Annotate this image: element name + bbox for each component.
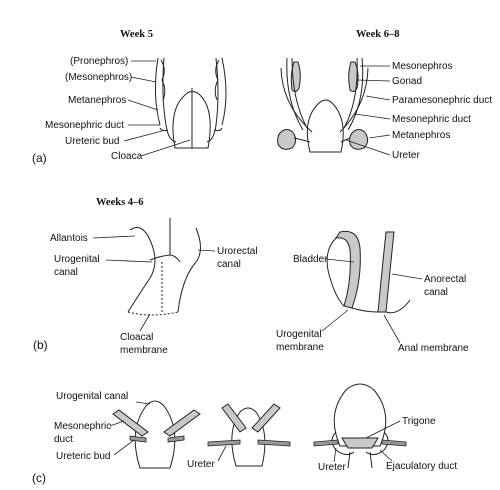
label-paramesonephric-duct: Paramesonephric duct — [392, 95, 492, 106]
label-mesonephric-duct-left: Mesonephric duct — [45, 120, 124, 131]
label-allantois: Allantois — [50, 233, 88, 244]
label-gonad: Gonad — [392, 76, 422, 87]
week68-labels: Mesonephros Gonad Paramesonephric duct M… — [345, 61, 492, 161]
panel-label-a: (a) — [32, 151, 47, 165]
label-urogenital-canal-c: Urogenital canal — [56, 391, 128, 402]
week68-drawing — [277, 57, 369, 153]
label-anorectal-canal-l2: canal — [424, 287, 448, 298]
label-urogenital-canal-l2: canal — [54, 267, 78, 278]
cloaca-septation-labels: Allantois Urogenital canal Urorectal can… — [50, 233, 258, 356]
panel-label-b: (b) — [33, 338, 48, 352]
label-mesonephros: Mesonephros — [392, 61, 453, 72]
separated-canals-labels: Bladder Anorectal canal Urogenital membr… — [276, 254, 469, 354]
stage1-drawing — [112, 400, 201, 469]
label-anorectal-canal-l1: Anorectal — [424, 274, 466, 285]
label-bladder: Bladder — [293, 254, 328, 265]
label-ureteric-bud-c: Ureteric bud — [56, 451, 110, 462]
label-cloacal-membrane-l1: Cloacal — [120, 332, 153, 343]
label-ureteric-bud-left: Ureteric bud — [65, 136, 119, 147]
label-pronephros: (Pronephros) — [70, 56, 128, 67]
label-urorectal-canal-l1: Urorectal — [217, 246, 258, 257]
label-mesonephric-duct-c-l2: duct — [54, 434, 73, 445]
label-urogenital-canal-l1: Urogenital — [54, 254, 100, 265]
stage3-drawing — [313, 383, 407, 469]
panel-label-c: (c) — [32, 471, 46, 485]
week5-drawing — [154, 57, 227, 149]
label-mesonephros-paren: (Mesonephros) — [65, 72, 132, 83]
label-ureter-a: Ureter — [392, 150, 420, 161]
heading-week5: Week 5 — [120, 29, 153, 40]
label-cloaca: Cloaca — [111, 151, 143, 162]
label-metanephros-left: Metanephros — [68, 95, 126, 106]
stage3-labels: Trigone Ureter Ejaculatory duct — [318, 416, 457, 473]
stage1-labels: Urogenital canal Mesonephric duct Ureter… — [54, 391, 151, 462]
cloaca-septation-drawing — [127, 218, 201, 316]
label-trigone: Trigone — [402, 416, 436, 427]
label-metanephros-right: Metanephros — [392, 130, 450, 141]
label-cloacal-membrane-l2: membrane — [120, 345, 168, 356]
label-urogenital-membrane-l1: Urogenital — [276, 329, 322, 340]
label-mesonephric-duct-right: Mesonephric duct — [392, 114, 471, 125]
label-urogenital-membrane-l2: membrane — [276, 342, 324, 353]
label-ejaculatory-duct: Ejaculatory duct — [386, 461, 457, 472]
stage2-drawing — [207, 403, 291, 467]
separated-canals-drawing — [326, 230, 411, 314]
label-ureter-c-right: Ureter — [318, 462, 346, 473]
heading-week68: Week 6–8 — [356, 29, 399, 40]
week5-labels: (Pronephros) (Mesonephros) Metanephros M… — [45, 56, 191, 162]
label-ureter-c-middle: Ureter — [187, 459, 215, 470]
heading-week46: Weeks 4–6 — [96, 197, 144, 208]
label-mesonephric-duct-c-l1: Mesonephric — [54, 421, 111, 432]
label-anal-membrane: Anal membrane — [398, 343, 469, 354]
label-urorectal-canal-l2: canal — [217, 259, 241, 270]
stage2-labels: Ureter — [187, 445, 227, 470]
